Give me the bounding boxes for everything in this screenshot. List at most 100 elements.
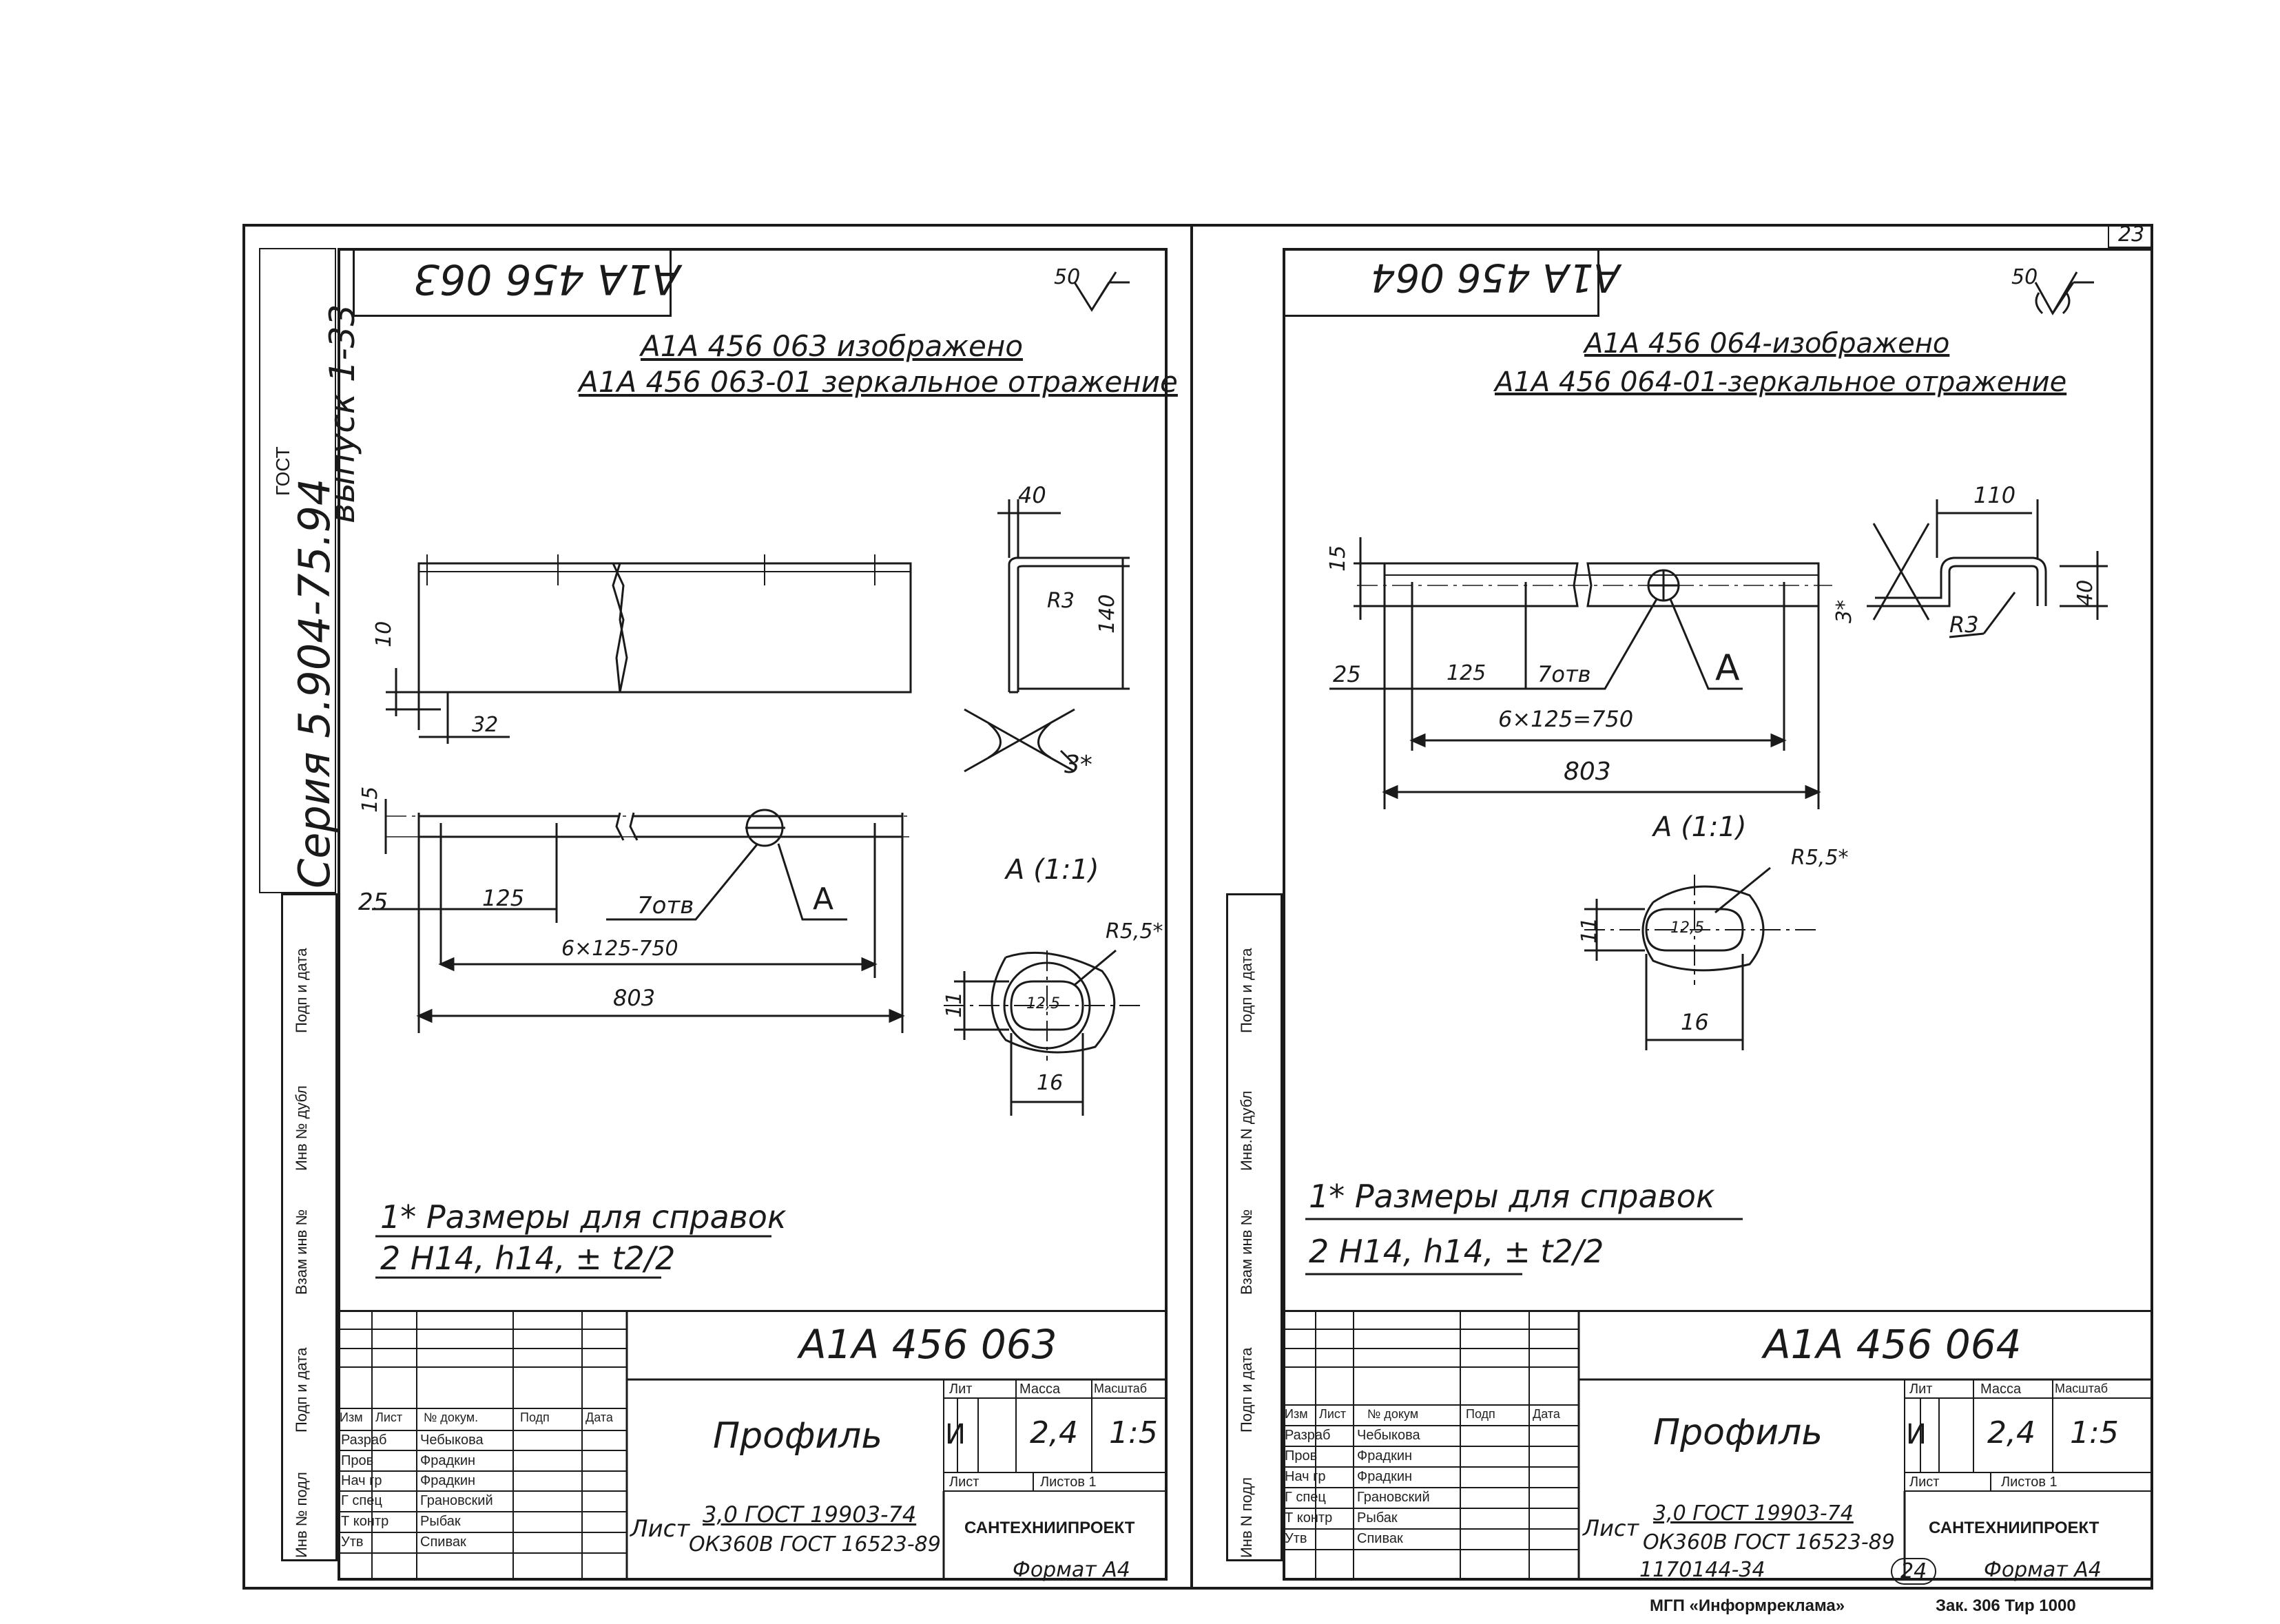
left-name-4: Грановский xyxy=(420,1493,493,1508)
left-lit-value: И xyxy=(945,1419,966,1450)
center-divider xyxy=(1190,224,1193,1590)
left-sheets-label: Листов 1 xyxy=(1040,1475,1097,1490)
right-code-box xyxy=(1283,248,1599,317)
right-detail-A: А (1:1) xyxy=(1653,811,1747,843)
right-dim-15: 15 xyxy=(1326,545,1350,572)
side-label-2: Инв № дубл xyxy=(293,1085,310,1171)
right-note-line1: А1А 456 064-изображено xyxy=(1584,328,1950,360)
side-label-4: Подп и дата xyxy=(293,1347,310,1433)
right-role-1: Разраб xyxy=(1285,1428,1331,1443)
left-name-5: Рыбак xyxy=(420,1514,461,1529)
left-code-box xyxy=(353,248,672,317)
right-roughness-value: 50 xyxy=(2011,265,2038,289)
right-sheet-label: Лист xyxy=(1909,1475,1940,1490)
footer-order: Зак. 306 Тир 1000 xyxy=(1936,1596,2076,1615)
left-dim-R3: R3 xyxy=(1047,589,1075,613)
left-mass-header: Масса xyxy=(1019,1382,1061,1397)
left-h-list: Лист xyxy=(375,1410,403,1424)
left-dim-3star: 3* xyxy=(1064,751,1092,779)
right-mass-header: Масса xyxy=(1980,1382,2022,1397)
left-role-4: Г спец xyxy=(341,1493,382,1508)
right-role-3: Нач гр xyxy=(1285,1469,1326,1484)
right-h-podp: Подп xyxy=(1466,1407,1495,1421)
left-scale-value: 1:5 xyxy=(1109,1415,1158,1450)
left-dim-125h: 12,5 xyxy=(1026,995,1060,1012)
left-h-podp: Подп xyxy=(520,1410,550,1424)
left-sheet-label: Лист xyxy=(949,1475,980,1490)
left-dim-7otv: 7отв xyxy=(637,892,694,919)
left-role-2: Пров xyxy=(341,1453,374,1468)
right-dim-7otv: 7отв xyxy=(1537,661,1591,687)
left-dim-140: 140 xyxy=(1095,594,1119,634)
right-note-2: 2 H14, h14, ± t2/2 xyxy=(1309,1233,1604,1270)
right-corner-number: 23 xyxy=(2118,222,2145,247)
right-side-label-1: Подп и дата xyxy=(1238,948,1255,1033)
right-designation: А1А 456 064 xyxy=(1763,1321,2022,1368)
right-name-5: Рыбак xyxy=(1357,1510,1398,1526)
right-role-5: Т контр xyxy=(1285,1510,1333,1526)
right-bottom-page: 24 xyxy=(1891,1558,1937,1585)
right-dim-25: 25 xyxy=(1333,661,1361,687)
right-material-2: ОК360В ГОСТ 16523-89 xyxy=(1643,1530,1895,1554)
right-scale-value: 1:5 xyxy=(2070,1415,2119,1450)
right-role-2: Пров xyxy=(1285,1448,1318,1464)
right-dim-3star: 3* xyxy=(1832,599,1856,623)
series-label: Серия 5.904-75.94 xyxy=(289,478,340,888)
right-dim-125: 125 xyxy=(1447,661,1486,685)
left-series-stamp xyxy=(259,248,336,893)
left-name-2: Фрадкин xyxy=(420,1453,476,1468)
right-code-mirrored: А1А 456 064 xyxy=(1371,255,1620,300)
right-h-data: Дата xyxy=(1533,1407,1560,1421)
left-material-1: 3,0 ГОСТ 19903-74 xyxy=(703,1501,917,1528)
right-dim-803: 803 xyxy=(1564,758,1611,786)
right-dim-16: 16 xyxy=(1681,1009,1709,1035)
right-dim-11: 11 xyxy=(1577,917,1602,944)
right-note-1: 1* Размеры для справок xyxy=(1309,1178,1715,1215)
right-side-strip xyxy=(1226,893,1283,1561)
right-name-6: Спивак xyxy=(1357,1531,1403,1546)
left-dim-16: 16 xyxy=(1037,1071,1064,1095)
right-dim-R55: R5,5* xyxy=(1791,846,1849,870)
right-side-label-5: Инв N подл xyxy=(1238,1477,1255,1558)
left-dim-25: 25 xyxy=(358,888,388,916)
right-part-name: Профиль xyxy=(1653,1412,1823,1453)
right-scale-header: Масштаб xyxy=(2055,1382,2108,1395)
right-name-3: Фрадкин xyxy=(1357,1469,1413,1484)
right-side-label-2: Инв.N дубл xyxy=(1238,1090,1255,1171)
left-dim-40: 40 xyxy=(1018,482,1046,508)
left-role-5: Т контр xyxy=(341,1514,389,1529)
right-dim-R3: R3 xyxy=(1949,612,1979,638)
right-h-list: Лист xyxy=(1319,1407,1347,1421)
right-name-4: Грановский xyxy=(1357,1490,1430,1505)
left-dim-10: 10 xyxy=(372,621,396,647)
left-code-mirrored: А1А 456 063 xyxy=(413,255,681,303)
left-dim-11: 11 xyxy=(942,991,966,1018)
right-side-label-4: Подп и дата xyxy=(1238,1347,1255,1433)
right-name-1: Чебыкова xyxy=(1357,1428,1420,1443)
right-dim-A: А xyxy=(1715,647,1740,689)
right-title-block xyxy=(1283,1310,2153,1581)
side-label-1: Подп и дата xyxy=(293,948,310,1033)
left-dim-125: 125 xyxy=(482,885,525,911)
left-side-strip xyxy=(281,893,338,1561)
right-h-doc: № докум xyxy=(1367,1407,1419,1421)
left-dim-R55: R5,5* xyxy=(1106,919,1163,944)
right-name-2: Фрадкин xyxy=(1357,1448,1413,1464)
left-dim-pitch: 6×125-750 xyxy=(561,937,678,961)
left-note-1: 1* Размеры для справок xyxy=(380,1198,787,1236)
right-bottom-code: 1170144-34 xyxy=(1639,1558,1765,1582)
right-dim-125h: 12,5 xyxy=(1670,919,1704,937)
left-dim-803: 803 xyxy=(613,985,656,1011)
left-role-1: Разраб xyxy=(341,1433,387,1448)
right-sheets-label: Листов 1 xyxy=(2001,1475,2058,1490)
right-dim-pitch: 6×125=750 xyxy=(1498,706,1634,732)
gost-stamp-label: ГОСТ xyxy=(272,446,293,496)
left-dim-15: 15 xyxy=(358,786,382,813)
left-role-3: Нач гр xyxy=(341,1473,382,1488)
left-material-2: ОК360В ГОСТ 16523-89 xyxy=(689,1532,941,1557)
right-role-4: Г спец xyxy=(1285,1490,1326,1505)
left-scale-header: Масштаб xyxy=(1094,1382,1148,1395)
left-title-block xyxy=(338,1310,1168,1581)
side-label-5: Инв № подл xyxy=(293,1472,310,1558)
right-org: САНТЕХНИИПРОЕКТ xyxy=(1929,1519,2100,1537)
